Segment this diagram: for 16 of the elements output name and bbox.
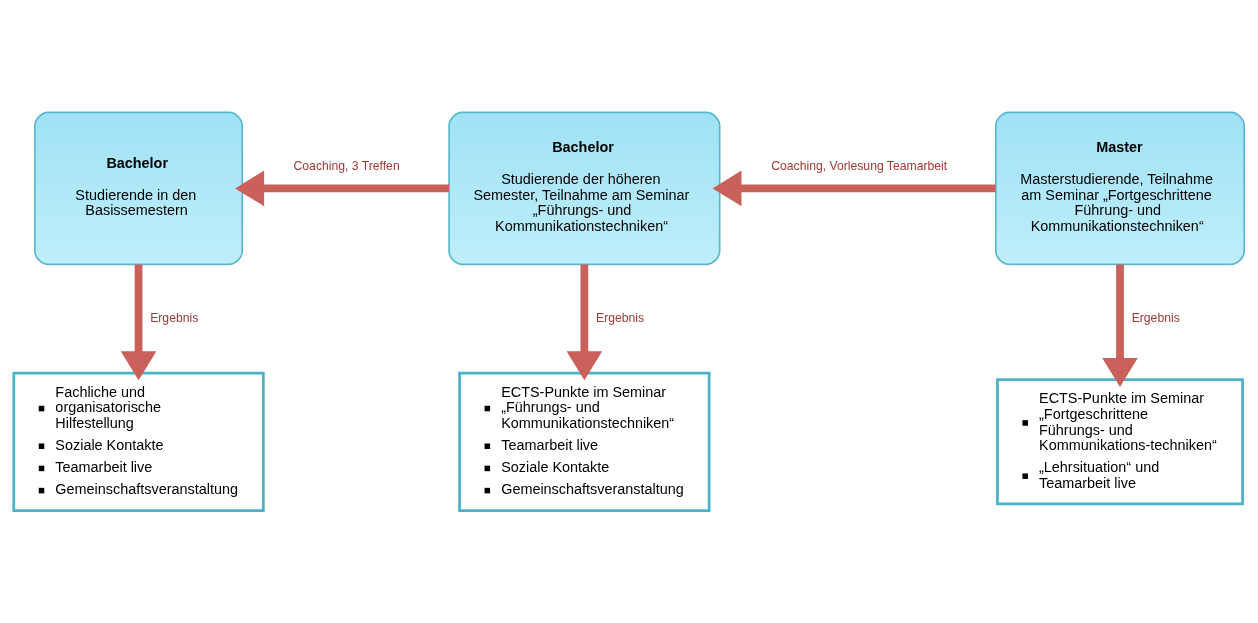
node-box: ECTS-Punkte im Seminar „Führungs- und Kommunikationstechniken“ Teamarbeit live Soziale Kontakte Gemeinschaftsveranstaltung xyxy=(458,371,711,512)
node-box: ECTS-Punkte im Seminar „Fortgeschrittene Führungs- und Kommunikations-techniken“ „Lehrsituation“ und Teamarbeit live xyxy=(996,378,1244,506)
arrow xyxy=(712,170,996,207)
arrow xyxy=(566,264,603,381)
arrow xyxy=(1102,264,1138,387)
arrow xyxy=(120,264,157,381)
arrow xyxy=(235,170,449,207)
node-box: Bachelor Studierende der höheren Semester, Teilnahme am Seminar „Führungs- und Kommunikationstechniken“ xyxy=(448,111,721,266)
node-box: Master Masterstudierende, Teilnahme am Seminar „Fortgeschrittene Führung- und Kommunikationstechniken“ xyxy=(994,111,1246,266)
edge-label: Ergebnis xyxy=(596,310,645,325)
node-box: Fachliche und organisatorische Hilfestellung Soziale Kontakte Teamarbeit live Gemeinschaftsveranstaltung xyxy=(12,371,265,512)
edge-label: Coaching, Vorlesung Teamarbeit xyxy=(771,159,948,174)
edge-label: Coaching, 3 Treffen xyxy=(293,159,400,174)
node-box: Bachelor Studierende in den Basissemestern xyxy=(34,111,244,266)
edge-label: Ergebnis xyxy=(1131,310,1180,325)
edge-label: Ergebnis xyxy=(150,310,199,325)
